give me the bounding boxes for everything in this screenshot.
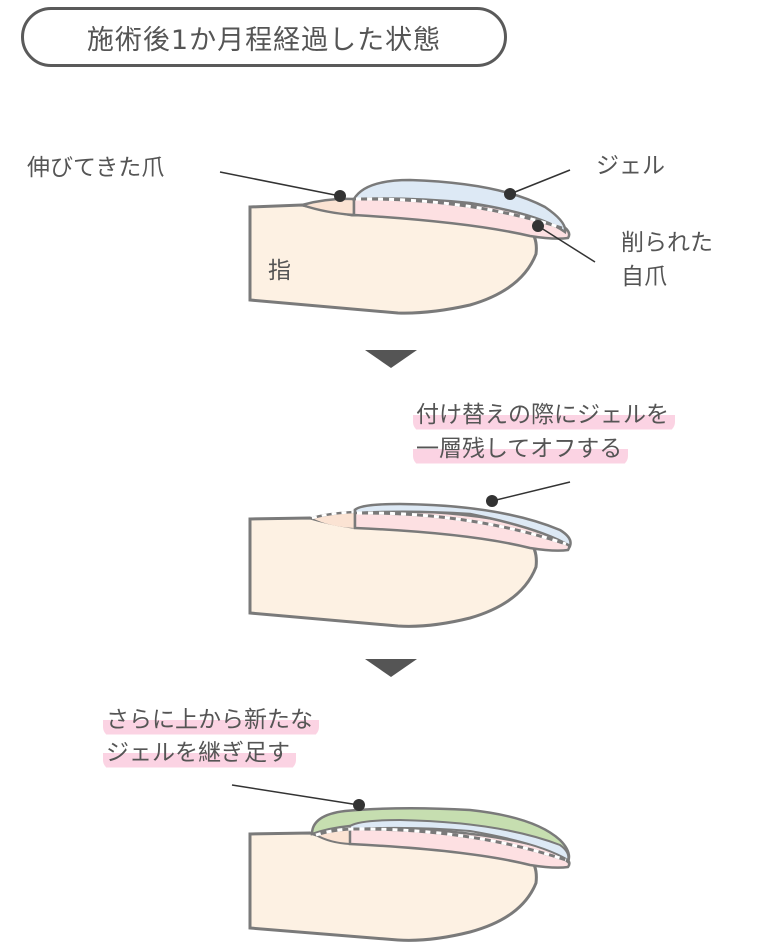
gel-marker xyxy=(504,188,516,200)
remaining-gel-marker xyxy=(486,495,498,507)
filed-nail-marker xyxy=(532,220,544,232)
label-grown-nail: 伸びてきた爪 xyxy=(27,155,165,181)
step3-note-line1: さらに上から新たな xyxy=(103,703,319,737)
gel-layer xyxy=(351,178,567,235)
step2-note-line1: 付け替えの際にジェルを xyxy=(413,398,675,432)
title-text: 施術後1か月程経過した状態 xyxy=(86,24,442,56)
step3-diagram xyxy=(231,784,571,942)
label-gel: ジェル xyxy=(596,153,665,179)
step3-note-line2: ジェルを継ぎ足す xyxy=(103,736,296,770)
label-filed-nail-1: 削られた xyxy=(621,230,713,256)
title-badge: 施術後1か月程経過した状態 xyxy=(21,7,507,67)
grown-nail-marker xyxy=(334,190,346,202)
step1-diagram xyxy=(219,169,596,315)
new-gel-marker xyxy=(353,799,365,811)
filed-nail xyxy=(353,508,571,552)
remaining-gel-layer xyxy=(349,818,570,862)
step2-note-line2: 一層残してオフする xyxy=(413,432,629,466)
step2-diagram xyxy=(248,481,572,628)
label-filed-nail-2: 自爪 xyxy=(621,264,667,290)
label-finger: 指 xyxy=(268,258,291,284)
down-arrow-2 xyxy=(365,659,417,677)
filed-nail xyxy=(348,826,571,869)
down-arrow-1 xyxy=(365,350,417,368)
remaining-gel-layer xyxy=(353,502,572,548)
